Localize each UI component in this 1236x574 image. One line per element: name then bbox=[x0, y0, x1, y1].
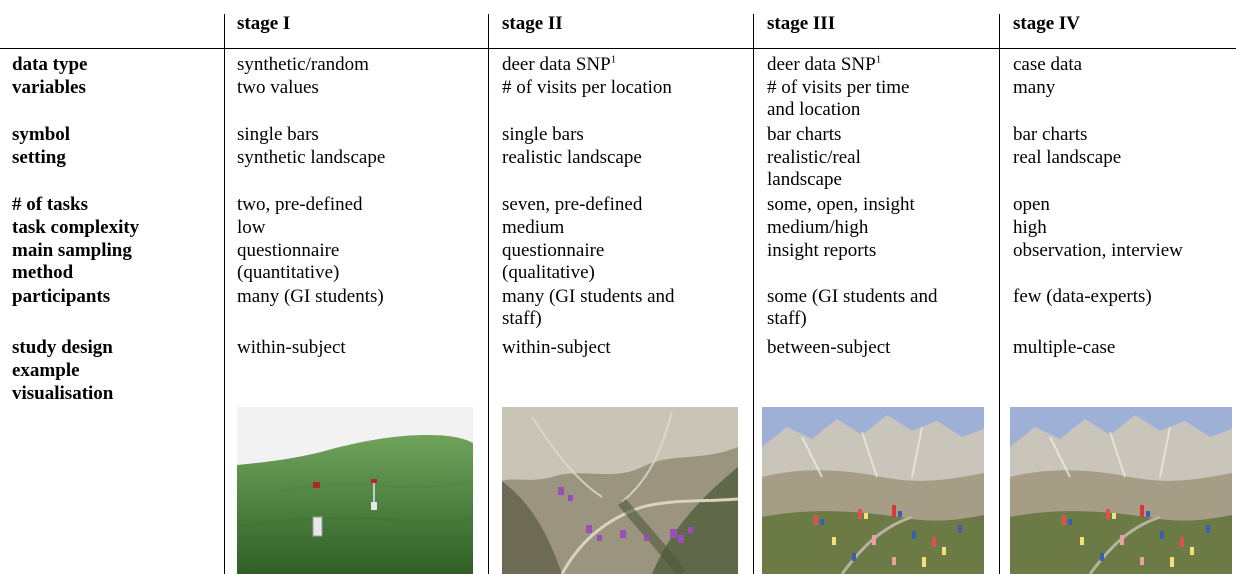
cell-variables-2: # of visits per location bbox=[502, 77, 672, 98]
cell-design-1: within-subject bbox=[237, 337, 346, 358]
cell-tasks-1: two, pre-defined bbox=[237, 194, 363, 215]
row-label-method: method bbox=[12, 262, 74, 283]
header-stage-1: stage I bbox=[237, 13, 291, 34]
row-label-setting: setting bbox=[12, 147, 66, 168]
cell-data-type-1: synthetic/random bbox=[237, 54, 369, 75]
cell-symbol-3: bar charts bbox=[767, 124, 842, 145]
cell-tasks-4: open bbox=[1013, 194, 1050, 215]
terrain-bar-white-small bbox=[371, 502, 377, 510]
header-stage-4: stage IV bbox=[1013, 13, 1081, 34]
cell-participants-3-cont: staff) bbox=[767, 308, 807, 329]
cell-complexity-4: high bbox=[1013, 217, 1047, 238]
cell-data-type-2: deer data SNP1 bbox=[502, 54, 616, 76]
column-divider-2 bbox=[488, 14, 489, 574]
cell-variables-3: # of visits per time bbox=[767, 77, 910, 98]
cell-sampling-1: questionnaire bbox=[237, 240, 340, 261]
cell-design-2: within-subject bbox=[502, 337, 611, 358]
row-label-task-complexity: task complexity bbox=[12, 217, 140, 238]
row-label-symbol: symbol bbox=[12, 124, 71, 145]
terrain-bar-white bbox=[312, 516, 323, 537]
row-label-main-sampling: main sampling bbox=[12, 240, 132, 261]
cell-participants-1: many (GI students) bbox=[237, 286, 384, 307]
cell-variables-4: many bbox=[1013, 77, 1056, 98]
footnote-marker: 1 bbox=[610, 53, 617, 66]
cell-sampling-2: questionnaire bbox=[502, 240, 605, 261]
cell-text: deer data SNP bbox=[502, 54, 611, 75]
cell-complexity-2: medium bbox=[502, 217, 565, 238]
cell-setting-3: realistic/real bbox=[767, 147, 861, 168]
cell-design-4: multiple-case bbox=[1013, 337, 1116, 358]
cell-tasks-3: some, open, insight bbox=[767, 194, 915, 215]
header-rule bbox=[0, 48, 1236, 49]
cell-complexity-3: medium/high bbox=[767, 217, 869, 238]
row-label-tasks: # of tasks bbox=[12, 194, 89, 215]
cell-setting-3-cont: landscape bbox=[767, 169, 842, 190]
column-divider-1 bbox=[224, 14, 225, 574]
example-image-stage-1 bbox=[237, 407, 473, 574]
column-divider-3 bbox=[753, 14, 754, 574]
cell-sampling-3: insight reports bbox=[767, 240, 877, 261]
cell-symbol-1: single bars bbox=[237, 124, 319, 145]
example-image-stage-3 bbox=[762, 407, 984, 574]
footnote-marker: 1 bbox=[875, 53, 882, 66]
cell-sampling-4: observation, interview bbox=[1013, 240, 1183, 261]
cell-symbol-2: single bars bbox=[502, 124, 584, 145]
example-image-stage-4 bbox=[1010, 407, 1232, 574]
purple-bars bbox=[558, 487, 693, 543]
cell-data-type-3: deer data SNP1 bbox=[767, 54, 881, 76]
example-image-stage-2 bbox=[502, 407, 738, 574]
cell-data-type-4: case data bbox=[1013, 54, 1083, 75]
row-label-example: example bbox=[12, 360, 80, 381]
cell-symbol-4: bar charts bbox=[1013, 124, 1088, 145]
cell-setting-2: realistic landscape bbox=[502, 147, 642, 168]
row-label-data-type: data type bbox=[12, 54, 88, 75]
cell-design-3: between-subject bbox=[767, 337, 891, 358]
cell-participants-2: many (GI students and bbox=[502, 286, 675, 307]
column-divider-4 bbox=[999, 14, 1000, 574]
cell-text: deer data SNP bbox=[767, 54, 876, 75]
bar-chart-symbols bbox=[1062, 505, 1210, 567]
cell-tasks-2: seven, pre-defined bbox=[502, 194, 643, 215]
terrain-bar-red-small bbox=[371, 479, 377, 483]
row-label-participants: participants bbox=[12, 286, 111, 307]
cell-participants-4: few (data-experts) bbox=[1013, 286, 1152, 307]
cell-sampling-1-cont: (quantitative) bbox=[237, 262, 340, 283]
terrain-bar-red bbox=[313, 482, 320, 488]
header-stage-3: stage III bbox=[767, 13, 836, 34]
cell-setting-4: real landscape bbox=[1013, 147, 1122, 168]
cell-complexity-1: low bbox=[237, 217, 266, 238]
bar-chart-symbols bbox=[814, 505, 962, 567]
cell-variables-1: two values bbox=[237, 77, 319, 98]
cell-variables-3-cont: and location bbox=[767, 99, 861, 120]
cell-participants-3: some (GI students and bbox=[767, 286, 938, 307]
row-label-study-design: study design bbox=[12, 337, 113, 358]
header-stage-2: stage II bbox=[502, 13, 563, 34]
cell-setting-1: synthetic landscape bbox=[237, 147, 386, 168]
cell-participants-2-cont: staff) bbox=[502, 308, 542, 329]
row-label-variables: variables bbox=[12, 77, 86, 98]
cell-sampling-2-cont: (qualitative) bbox=[502, 262, 595, 283]
row-label-visualisation: visualisation bbox=[12, 383, 114, 404]
